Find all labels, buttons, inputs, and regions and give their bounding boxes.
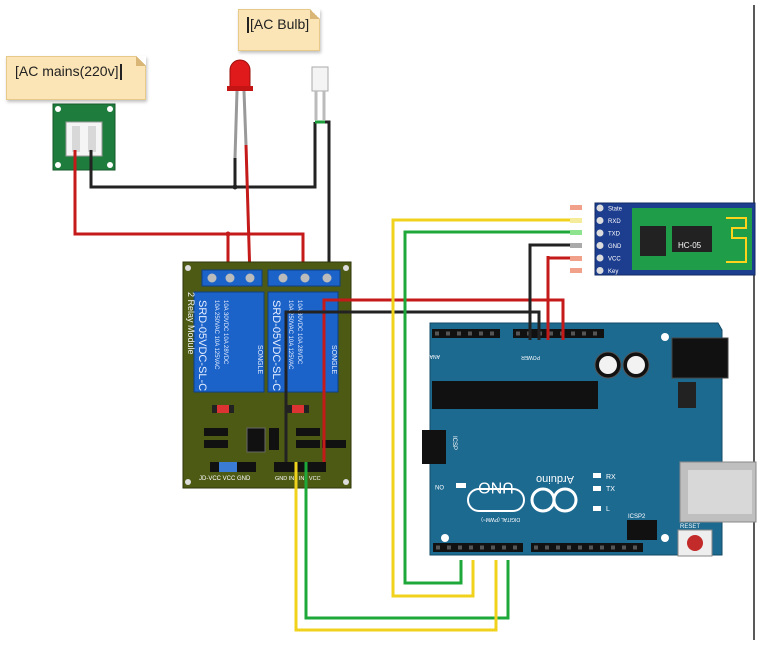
arduino-power-label: POWER: [521, 354, 540, 360]
header-pin: [589, 545, 593, 550]
relay2-brand: SONGLE: [330, 345, 337, 375]
header-pin: [567, 545, 571, 550]
header-pin: [435, 331, 439, 336]
header-pin: [549, 331, 553, 336]
arduino-reset-label: RESET: [680, 524, 700, 530]
relay-module-label: 2 Relay Module: [186, 292, 196, 355]
header-pin: [534, 545, 538, 550]
relay1-model: SRD-05VDC-SL-C: [196, 300, 208, 391]
ac-terminal-block: [52, 103, 116, 171]
hc05-pin-label: GND: [608, 244, 622, 250]
jumper-label: JD-VCC VCC GND: [199, 476, 251, 482]
text-caret: [120, 64, 123, 81]
header-pin: [545, 545, 549, 550]
arduino-model-label: UNO: [478, 479, 514, 496]
header-pin: [457, 331, 461, 336]
ac-wiring: [73, 120, 331, 279]
arduino-analog-label: ANALOG IN: [412, 353, 440, 359]
hc05-pin-label: TXD: [608, 232, 621, 238]
header-pin: [633, 545, 637, 550]
header-pin: [469, 545, 473, 550]
relay1-brand: SONGLE: [256, 345, 263, 375]
hc05-pin: [596, 242, 604, 249]
hc05-pin-label: State: [608, 207, 623, 213]
arduino-digital-label: DIGITAL (PWM~): [481, 516, 520, 522]
input-pins-label: GND IN1 IN2 VCC: [275, 476, 321, 482]
hc05-pin: [596, 217, 604, 224]
text-caret: [247, 17, 249, 34]
ac-bulb-photodiode: [311, 66, 329, 120]
signal-wiring: [284, 205, 582, 632]
arduino-icsp-label: ICSP: [451, 436, 457, 450]
note-ac-bulb: [AC Bulb]: [238, 9, 320, 51]
arduino-rx-label: RX: [606, 474, 616, 481]
header-pin: [578, 545, 582, 550]
note-ac-bulb-text: [AC Bulb]: [250, 16, 310, 32]
hc05-pin: [596, 267, 604, 274]
relay2-model: SRD-05VDC-SL-C: [270, 300, 282, 391]
header-pin: [513, 545, 517, 550]
note-ac-mains-text: [AC mains(220v]: [15, 63, 119, 79]
hc05-pin: [596, 254, 604, 262]
arduino-uno: ANALOG IN POWER ICSP ON UNO Arduino RX T…: [412, 322, 757, 557]
header-pin: [491, 545, 495, 550]
header-pin: [458, 545, 462, 550]
header-pin: [600, 545, 604, 550]
relay1-rating-a: 10A 250VAC 10A 125VAC: [213, 300, 219, 370]
header-pin: [556, 545, 560, 550]
header-pin: [622, 545, 626, 550]
header-pin: [502, 545, 506, 550]
arduino-tx-label: TX: [606, 486, 615, 493]
header-pin: [436, 545, 440, 550]
header-pin: [480, 545, 484, 550]
header-pin: [593, 331, 597, 336]
arduino-l-label: L: [606, 506, 610, 513]
relay-module: SRD-05VDC-SL-C SRD-05VDC-SL-C 10A 250VAC…: [182, 261, 352, 489]
hc05-pin-label: VCC: [608, 257, 621, 263]
relay1-rating-b: 10A 30VDC 10A 28VDC: [222, 300, 228, 365]
header-pin: [446, 331, 450, 336]
note-ac-mains: [AC mains(220v]: [6, 56, 146, 100]
header-pin: [516, 331, 520, 336]
hc05-pin-label: Key: [608, 269, 618, 275]
relay2-rating-b: 10A 30VDC 10A 28VDC: [296, 300, 302, 365]
header-pin: [611, 545, 615, 550]
relay2-rating-a: 10A 250VAC 10A 125VAC: [287, 300, 293, 370]
hc05-model: HC-05: [678, 241, 702, 250]
hc05-pin-label: RXD: [608, 219, 621, 225]
header-pin: [479, 331, 483, 336]
header-pin: [490, 331, 494, 336]
header-pin: [468, 331, 472, 336]
ac-bulb-led: [227, 59, 253, 159]
arduino-icsp2-label: ICSP2: [628, 514, 646, 520]
header-pin: [582, 331, 586, 336]
header-pin: [571, 331, 575, 336]
hc05-pin: [596, 229, 604, 237]
header-pin: [447, 545, 451, 550]
arduino-on-label: ON: [435, 483, 444, 489]
arduino-brand-label: Arduino: [536, 473, 574, 485]
hc05-pin: [596, 204, 604, 212]
